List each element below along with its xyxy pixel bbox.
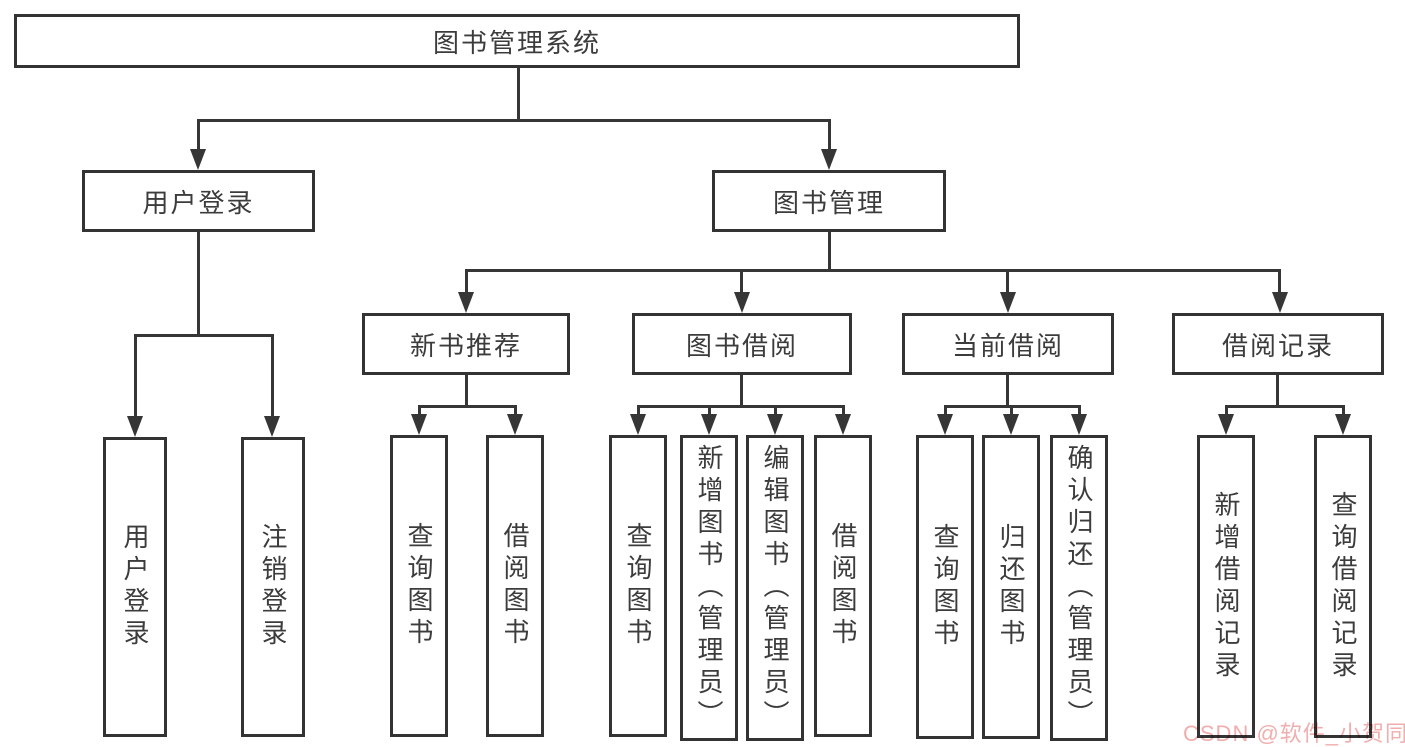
node-book-management: 图书管理 xyxy=(712,170,946,232)
arrowhead xyxy=(937,414,953,435)
connector-drop xyxy=(418,405,421,417)
connector-drop xyxy=(134,334,137,418)
node-new-book-recommend: 新书推荐 xyxy=(362,313,570,375)
arrowhead xyxy=(1218,414,1234,435)
leaf-add-books-admin: 新增图书（管理员） xyxy=(680,435,738,741)
connector-drop xyxy=(1342,405,1345,417)
connector-drop xyxy=(637,405,640,417)
connector-drop xyxy=(708,405,711,417)
connector-drop xyxy=(1006,269,1009,294)
leaf-add-borrow-record: 新增借阅记录 xyxy=(1197,435,1255,738)
node-book-borrowing: 图书借阅 xyxy=(632,313,852,375)
connector-drop xyxy=(1225,405,1228,417)
leaf-borrow-books: 借阅图书 xyxy=(486,435,544,737)
connector-level1-branch xyxy=(197,119,830,122)
connector-book-mgmt-drop xyxy=(828,119,831,151)
connector-branch xyxy=(637,405,844,408)
leaf-logout: 注销登录 xyxy=(241,437,305,737)
arrowhead xyxy=(1335,414,1351,435)
arrowhead xyxy=(701,414,717,435)
arrowhead xyxy=(458,292,474,313)
node-current-borrowing: 当前借阅 xyxy=(902,313,1114,375)
connector-root-stem xyxy=(517,68,520,120)
connector-user-login-branch xyxy=(134,334,274,337)
leaf-query-books: 查询图书 xyxy=(916,435,974,739)
leaf-query-books: 查询图书 xyxy=(390,435,448,737)
connector-drop xyxy=(774,405,777,417)
leaf-query-borrow-record: 查询借阅记录 xyxy=(1314,435,1372,738)
connector-drop xyxy=(944,405,947,417)
arrowhead xyxy=(264,416,280,437)
connector-stem xyxy=(740,375,743,407)
connector-drop xyxy=(842,405,845,417)
connector-drop xyxy=(1078,405,1081,417)
arrowhead xyxy=(734,292,750,313)
connector-branch xyxy=(1225,405,1344,408)
leaf-user-login: 用户登录 xyxy=(103,437,167,737)
node-root-system: 图书管理系统 xyxy=(14,14,1020,68)
connector-branch xyxy=(418,405,517,408)
connector-book-mgmt-stem xyxy=(828,232,831,270)
connector-stem xyxy=(465,375,468,407)
arrowhead xyxy=(1003,414,1019,435)
connector-user-login-drop xyxy=(197,119,200,151)
connector-drop xyxy=(465,269,468,294)
arrowhead xyxy=(411,414,427,435)
node-user-login: 用户登录 xyxy=(82,170,315,232)
connector-drop xyxy=(1010,405,1013,417)
leaf-borrow-books: 借阅图书 xyxy=(814,435,872,737)
arrowhead xyxy=(127,416,143,437)
connector-drop xyxy=(740,269,743,294)
arrowhead xyxy=(190,149,206,170)
leaf-confirm-return-admin: 确认归还（管理员） xyxy=(1050,435,1108,741)
node-borrowing-records: 借阅记录 xyxy=(1172,313,1384,375)
arrowhead xyxy=(1000,292,1016,313)
leaf-edit-books-admin: 编辑图书（管理员） xyxy=(746,435,804,741)
arrowhead xyxy=(835,414,851,435)
arrowhead xyxy=(767,414,783,435)
connector-stem xyxy=(1276,375,1279,407)
connector-stem xyxy=(1006,375,1009,407)
arrowhead xyxy=(507,414,523,435)
connector-drop xyxy=(1278,269,1281,294)
connector-user-login-stem xyxy=(197,232,200,335)
connector-level3-branch xyxy=(465,269,1281,272)
csdn-watermark: CSDN @软件_小贺同学 xyxy=(1183,721,1405,746)
leaf-query-books: 查询图书 xyxy=(609,435,667,737)
connector-drop xyxy=(271,334,274,418)
arrowhead xyxy=(1071,414,1087,435)
leaf-return-books: 归还图书 xyxy=(982,435,1040,739)
arrowhead xyxy=(821,149,837,170)
arrowhead xyxy=(1272,292,1288,313)
arrowhead xyxy=(630,414,646,435)
connector-drop xyxy=(514,405,517,417)
